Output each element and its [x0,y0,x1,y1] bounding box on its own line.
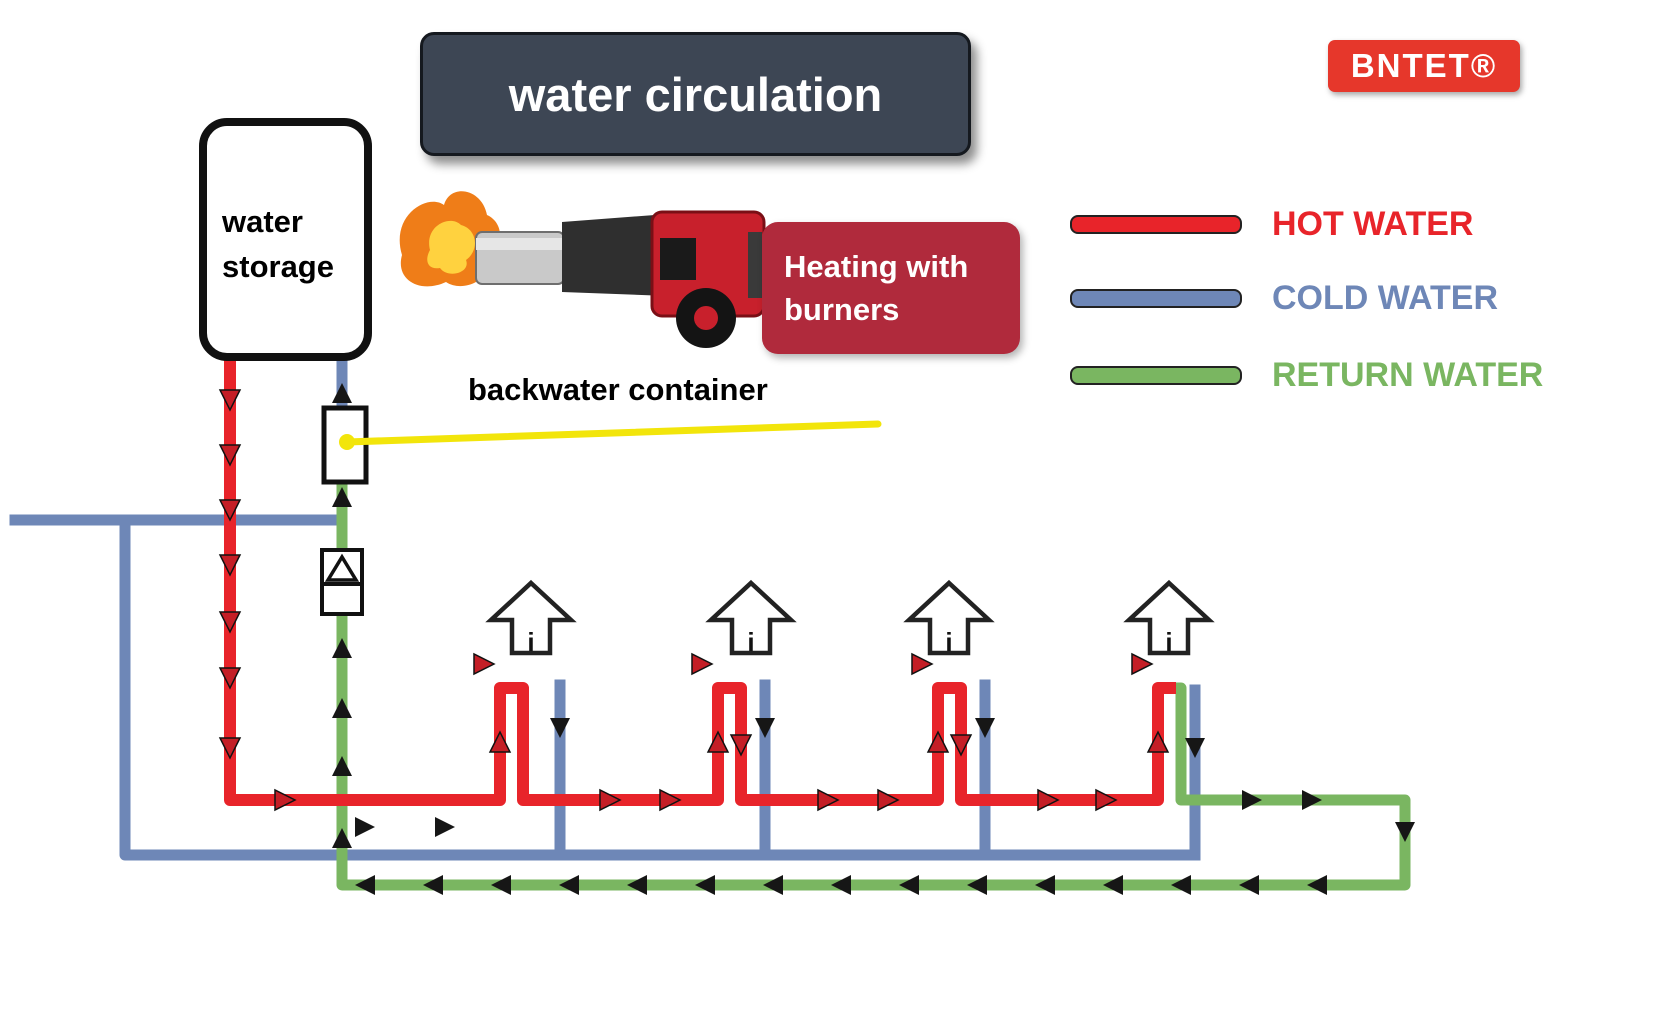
flow-arrow [695,875,715,895]
return-water-pipe [336,472,1411,891]
burner-panel [660,238,696,280]
backwater-container-label: backwater container [468,372,768,407]
flow-arrow [1146,730,1170,753]
flow-arrow [1185,738,1205,758]
radiator-i-mark: i [527,627,534,657]
flow-arrow [817,788,840,812]
flow-arrow [926,730,950,753]
flow-arrow [1239,875,1259,895]
diagram-title-text: water circulation [508,67,883,121]
burner-dark-tube [562,214,668,296]
legend-label-hot: HOT WATER [1272,205,1474,243]
flow-arrow [473,652,496,676]
flow-arrow [1395,822,1415,842]
legend-item-cold-water: COLD WATER [1070,279,1498,318]
legend-item-hot-water: HOT WATER [1070,205,1473,244]
legend-label-cold: COLD WATER [1272,279,1499,317]
flow-arrows [218,383,1415,895]
flow-arrow [1131,652,1154,676]
flow-arrow [1302,790,1322,810]
flow-arrow [559,875,579,895]
radiator-i-mark: i [747,627,754,657]
check-valve [320,548,364,616]
radiator-4: i [1123,579,1215,657]
flow-arrow [332,638,352,658]
flow-arrow [332,828,352,848]
flow-arrow [949,734,973,757]
flow-arrow [691,652,714,676]
flow-arrow [218,611,242,634]
flow-arrow [218,554,242,577]
diagram-title: water circulation [420,32,971,156]
burner-with-flame [399,191,766,348]
legend-label-return: RETURN WATER [1272,356,1544,394]
radiator-i-mark: i [945,627,952,657]
flow-arrow [1103,875,1123,895]
flow-arrow [332,383,352,403]
legend-swatch-cold [1070,289,1242,308]
callout-line [339,420,882,450]
flow-arrow [435,817,455,837]
flow-arrow [1307,875,1327,895]
flow-arrow [975,718,995,738]
flow-arrow [332,756,352,776]
legend-item-return-water: RETURN WATER [1070,356,1543,395]
flow-arrow [755,718,775,738]
flow-arrow [729,734,753,757]
flow-arrow [488,730,512,753]
burner-side-detail [748,232,762,298]
brand-logo-text: BNTET® [1350,47,1498,84]
legend-swatch-hot [1070,215,1242,234]
flow-arrow [423,875,443,895]
flow-arrow [599,788,622,812]
flow-arrow [659,788,682,812]
flow-arrow [1037,788,1060,812]
radiator-1: i [485,579,577,657]
flow-arrow [218,737,242,760]
brand-logo: BNTET® [1328,40,1520,92]
flow-arrow [355,875,375,895]
heating-with-burners-text: Heating with burners [784,248,969,327]
flow-arrow [877,788,900,812]
flow-arrow [1035,875,1055,895]
flow-arrow [911,652,934,676]
water-storage-tank [199,118,372,361]
hot-water-pipe [224,344,1176,806]
flow-arrow [218,499,242,522]
flame-icon [399,191,501,287]
flow-arrow [763,875,783,895]
burner-motor-cap [694,306,718,330]
flow-arrow [550,718,570,738]
flow-arrow [218,389,242,412]
flow-arrow [332,698,352,718]
flow-arrow [274,788,297,812]
flow-arrow [218,444,242,467]
flow-arrow [706,730,730,753]
radiator-3: i [903,579,995,657]
flow-arrow [1242,790,1262,810]
heating-with-burners-label: Heating with burners [762,222,1020,354]
legend-swatch-return [1070,366,1242,385]
flow-arrow [355,817,375,837]
flow-arrow [1171,875,1191,895]
flow-arrow [899,875,919,895]
flow-arrow [491,875,511,895]
radiator-i-mark: i [1165,627,1172,657]
burner-tube-highlight [476,238,564,250]
flow-arrow [1095,788,1118,812]
water-storage-label: water storage [222,204,334,284]
flow-arrow [627,875,647,895]
radiator-2: i [705,579,797,657]
flow-arrow [831,875,851,895]
flow-arrow [967,875,987,895]
flow-arrow [218,667,242,690]
flow-arrow [332,487,352,507]
cold-water-pipe [9,344,1201,861]
